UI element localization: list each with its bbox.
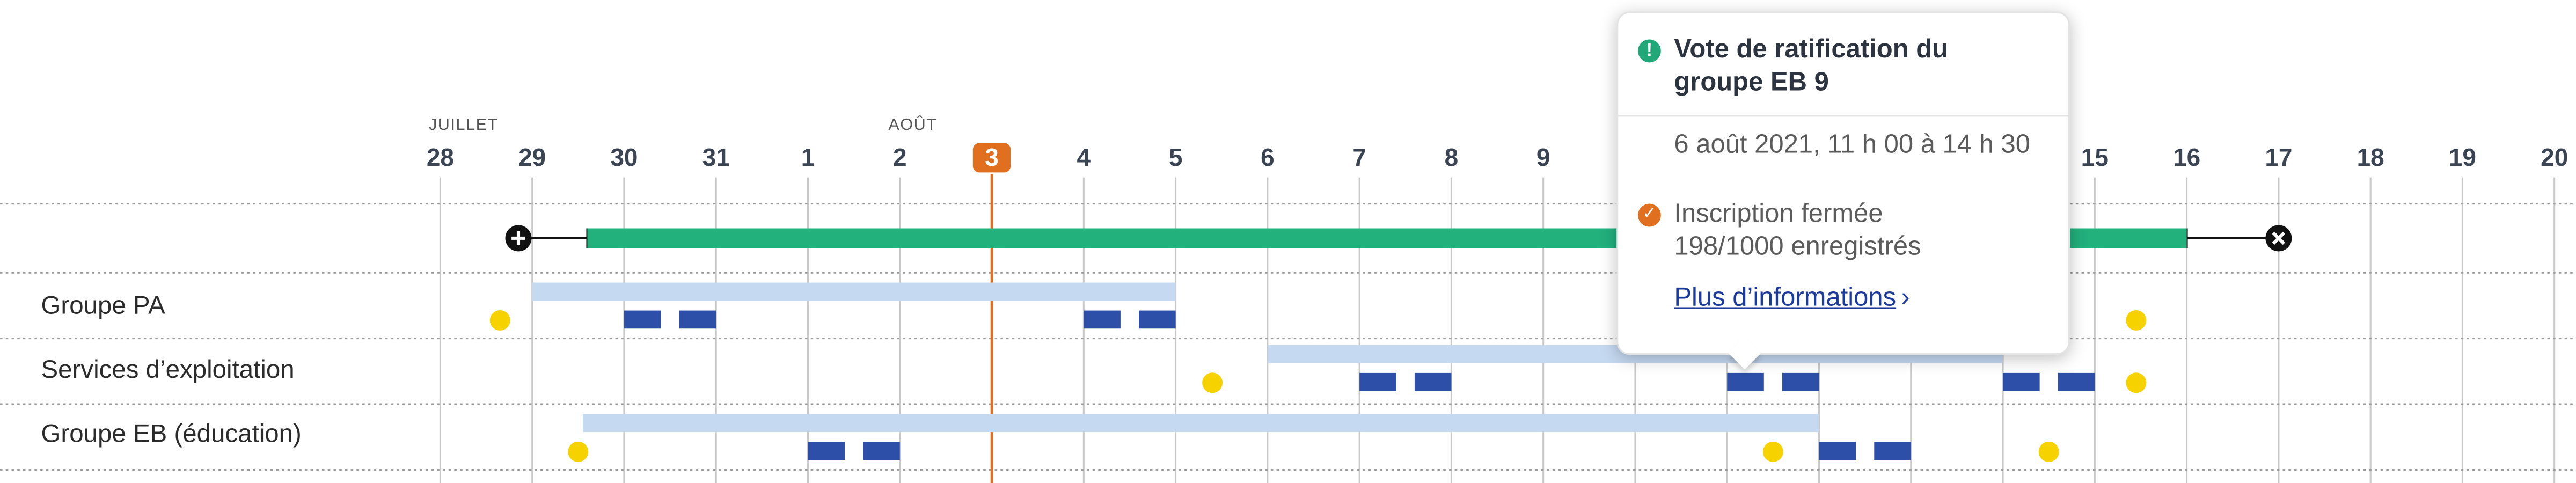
milestone-dot[interactable] [489,310,510,331]
registration-status: Inscription fermée 198/1000 enregistrés [1674,199,1921,264]
popover-divider [1618,115,2069,117]
day-label: 5 [1169,143,1183,171]
day-label: 2 [893,143,907,171]
registration-count: 198/1000 enregistrés [1674,233,1921,261]
exclamation-icon: ! [1638,39,1661,63]
session-block[interactable] [2058,372,2095,391]
day-label: 1 [801,143,815,171]
day-label: 9 [1536,143,1550,171]
milestone-dot[interactable] [2126,310,2147,331]
session-block[interactable] [1727,372,1764,391]
row-label-services-exploitation: Services d’exploitation [41,356,295,385]
day-label: 28 [427,143,454,171]
day-label: 17 [2265,143,2292,171]
event-datetime: 6 août 2021, 11 h 00 à 14 h 30 [1674,131,2030,159]
day-label: 15 [2081,143,2109,171]
close-icon-glyph [2272,231,2286,245]
milestone-dot[interactable] [568,441,589,462]
session-block[interactable] [1139,310,1176,329]
day-label: 29 [518,143,546,171]
row-label-groupe-eb: Groupe EB (éducation) [41,420,302,449]
session-block[interactable] [1359,372,1396,391]
more-info[interactable]: Plus d’informations› [1674,284,1909,314]
session-block[interactable] [1874,442,1911,460]
row-label-groupe-pa: Groupe PA [41,292,165,320]
day-label: 31 [702,143,730,171]
session-block[interactable] [2003,372,2040,391]
session-block[interactable] [808,442,845,460]
add-icon-glyph [511,231,525,245]
session-block[interactable] [1084,310,1121,329]
session-block[interactable] [1819,442,1856,460]
day-label: 30 [610,143,638,171]
month-label: AOÛT [888,115,937,134]
milestone-dot[interactable] [1762,441,1783,462]
session-block[interactable] [1782,372,1819,391]
milestone-dot[interactable] [1202,372,1223,393]
today-badge [972,143,1011,173]
milestone-dot[interactable] [2038,441,2059,462]
milestone-dot[interactable] [2126,372,2147,393]
check-icon: ✓ [1638,203,1661,227]
day-label: 18 [2357,143,2384,171]
day-label: 7 [1352,143,1366,171]
row-range-bar[interactable] [532,282,1176,301]
popover-title: Vote de ratification du groupe EB 9 [1674,36,1949,97]
registration-status-label: Inscription fermée [1674,200,1883,229]
day-label: 16 [2173,143,2200,171]
more-info-link[interactable]: Plus d’informations [1674,284,1897,312]
session-block[interactable] [863,442,900,460]
day-label: 19 [2449,143,2476,171]
day-label: 8 [1445,143,1459,171]
day-label: 4 [1077,143,1091,171]
day-label: 6 [1261,143,1275,171]
row-range-bar[interactable] [582,414,1819,433]
session-block[interactable] [1414,372,1452,391]
today-day-label: 3 [985,143,999,171]
day-label: 20 [2541,143,2568,171]
session-block[interactable] [679,310,716,329]
event-popover: ! Vote de ratification du groupe EB 9 6 … [1616,11,2070,370]
month-label: JUILLET [429,115,499,134]
session-block[interactable] [624,310,661,329]
chevron-right-icon: › [1901,284,1910,312]
